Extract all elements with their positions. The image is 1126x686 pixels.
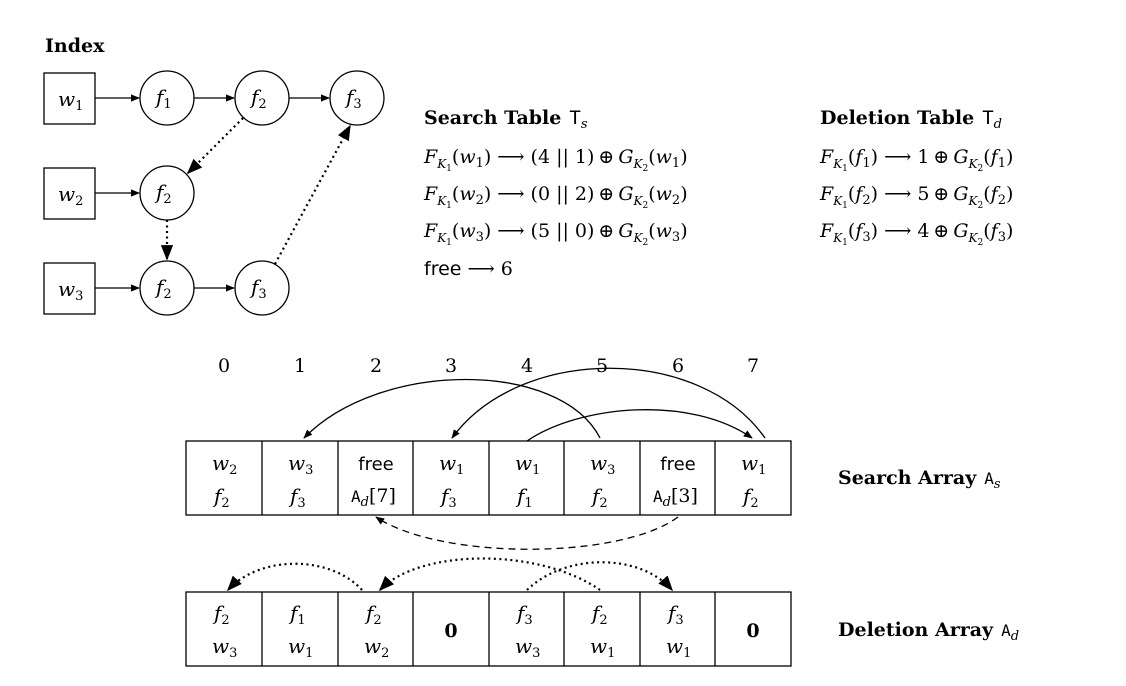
- svg-text:FK1(f2)⟶5⊕GK2(f2): FK1(f2)⟶5⊕GK2(f2): [819, 183, 1013, 211]
- search-table-entry-2: FK1(w2)⟶(0 || 2)⊕GK2(w2): [423, 183, 688, 211]
- svg-text:FK1(w2)⟶(0 || 2)⊕GK2(w2): FK1(w2)⟶(0 || 2)⊕GK2(w2): [423, 183, 688, 211]
- array-index-5: 5: [596, 355, 608, 377]
- index-keyword-box-w1: w1: [43, 72, 96, 125]
- svg-text:w3: w3: [515, 634, 540, 661]
- svg-text:w2: w2: [364, 634, 389, 661]
- deletion-table-entry-3: FK1(f3)⟶4⊕GK2(f3): [819, 220, 1013, 248]
- search-array-cell-5: w3 f2: [590, 451, 615, 511]
- search-free-pointer-6-to-2: [375, 516, 679, 550]
- search-pointer-7-to-3: [451, 367, 766, 439]
- deletion-array-cell-4: f3 w3: [515, 601, 540, 661]
- deletion-pointer-2-to-0: [226, 562, 363, 592]
- index-keyword-box-w3: w3: [43, 262, 96, 315]
- svg-text:w3: w3: [288, 451, 313, 478]
- search-array-cell-1: w3 f3: [288, 451, 313, 511]
- array-index-6: 6: [672, 355, 684, 377]
- index-node-w1-f1: f1: [139, 70, 195, 126]
- index-title: Index: [45, 35, 105, 57]
- svg-text:free: free: [660, 454, 696, 475]
- svg-text:w1: w1: [515, 451, 540, 478]
- search-table-entry-3: FK1(w3)⟶(5 || 0)⊕GK2(w3): [423, 220, 688, 248]
- array-index-4: 4: [521, 355, 533, 377]
- deletion-table-entry-2: FK1(f2)⟶5⊕GK2(f2): [819, 183, 1013, 211]
- search-array: [185, 440, 792, 516]
- svg-text:w1: w1: [439, 451, 464, 478]
- svg-text:w1: w1: [741, 451, 766, 478]
- search-table-free-entry: free⟶6: [424, 258, 513, 280]
- svg-text:FK1(f1)⟶1⊕GK2(f1): FK1(f1)⟶1⊕GK2(f1): [819, 146, 1013, 174]
- search-array-cell-6: free Ad[3]: [653, 454, 698, 510]
- index-node-w2-f2: f2: [139, 165, 195, 221]
- svg-text:w1: w1: [288, 634, 313, 661]
- svg-text:Ad[3]: Ad[3]: [653, 485, 698, 510]
- array-index-3: 3: [445, 355, 457, 377]
- deletion-array-cell-3: 0: [444, 620, 457, 642]
- index-node-w1-f3: f3: [329, 70, 385, 126]
- search-array-cell-3: w1 f3: [439, 451, 464, 511]
- index-keyword-box-w2: w2: [43, 167, 96, 220]
- index-dotted-edge-1: [186, 117, 244, 175]
- search-pointer-5-to-1: [303, 378, 601, 439]
- svg-text:w3: w3: [590, 451, 615, 478]
- search-array-cell-4: w1 f1: [515, 451, 540, 511]
- svg-text:0: 0: [746, 620, 759, 642]
- svg-text:FK1(w1)⟶(4 || 1)⊕GK2(w1): FK1(w1)⟶(4 || 1)⊕GK2(w1): [423, 146, 688, 174]
- svg-text:free⟶6: free⟶6: [424, 258, 513, 280]
- index-node-w3-f2: f2: [139, 260, 195, 316]
- array-index-1: 1: [294, 355, 306, 377]
- svg-text:w3: w3: [58, 277, 83, 304]
- svg-text:w1: w1: [590, 634, 615, 661]
- search-table-entry-1: FK1(w1)⟶(4 || 1)⊕GK2(w1): [423, 146, 688, 174]
- svg-text:w2: w2: [58, 182, 83, 209]
- array-index-7: 7: [747, 355, 759, 377]
- svg-text:w1: w1: [666, 634, 691, 661]
- svg-text:Ad[7]: Ad[7]: [351, 485, 396, 510]
- svg-text:0: 0: [444, 620, 457, 642]
- array-index-0: 0: [218, 355, 230, 377]
- array-index-2: 2: [370, 355, 382, 377]
- deletion-array-cell-7: 0: [746, 620, 759, 642]
- deletion-array: [185, 591, 792, 667]
- index-dotted-edge-3: [274, 124, 351, 265]
- svg-text:w2: w2: [212, 451, 237, 478]
- index-node-w3-f3: f3: [234, 260, 290, 316]
- array-index-row: 0 1 2 3 4 5 6 7: [218, 355, 759, 377]
- deletion-table-entry-1: FK1(f1)⟶1⊕GK2(f1): [819, 146, 1013, 174]
- svg-text:w3: w3: [212, 634, 237, 661]
- svg-text:free: free: [358, 454, 394, 475]
- svg-text:FK1(f3)⟶4⊕GK2(f3): FK1(f3)⟶4⊕GK2(f3): [819, 220, 1013, 248]
- index-node-w1-f2: f2: [234, 70, 290, 126]
- svg-text:w1: w1: [58, 87, 83, 114]
- search-pointer-4-to-7: [526, 409, 753, 442]
- svg-text:FK1(w3)⟶(5 || 0)⊕GK2(w3): FK1(w3)⟶(5 || 0)⊕GK2(w3): [423, 220, 688, 248]
- search-array-cell-2: free Ad[7]: [351, 454, 396, 510]
- deletion-pointer-5-to-2: [378, 557, 601, 592]
